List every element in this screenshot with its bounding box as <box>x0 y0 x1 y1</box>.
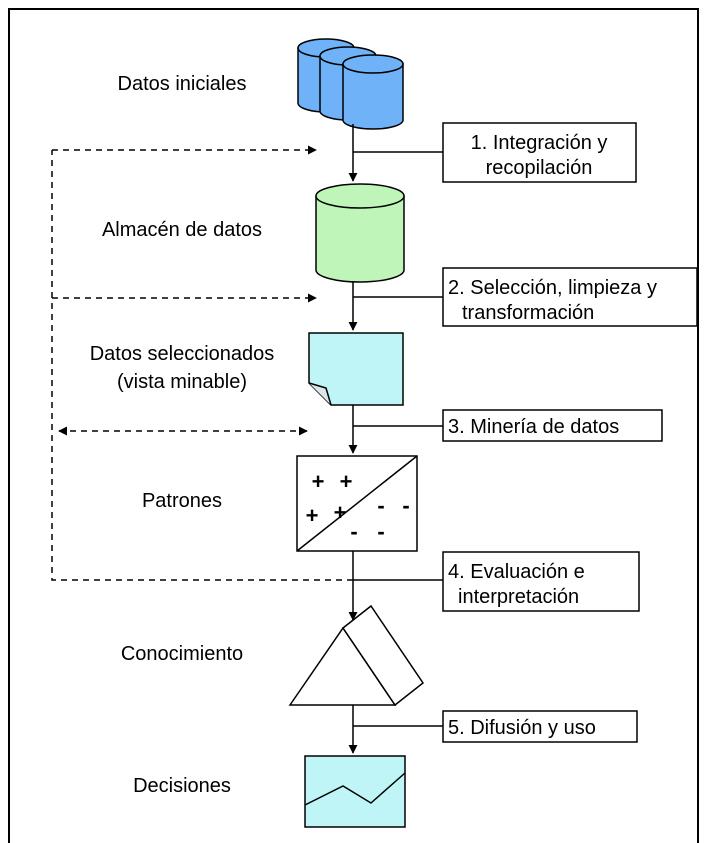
plus-sign: + <box>312 469 325 494</box>
plus-sign: + <box>334 500 347 525</box>
feedback-loop <box>51 145 353 581</box>
data-warehouse-icon <box>315 183 405 283</box>
plus-sign: + <box>340 469 353 494</box>
step-1-line-2: recopilación <box>486 157 593 179</box>
stage-label-conocimiento: Conocimiento <box>121 643 243 665</box>
step-box-4: 4. Evaluación e interpretación <box>442 551 640 612</box>
step-2-line-1: 2. Selección, limpieza y <box>448 277 657 299</box>
step-3-line-1: 3. Minería de datos <box>448 416 619 438</box>
minus-sign: - <box>377 519 384 544</box>
knowledge-prism-icon <box>288 604 425 707</box>
feedback-loop-path <box>51 150 353 581</box>
decisions-chart-icon <box>304 755 406 828</box>
plus-sign: + <box>306 503 319 528</box>
databases-icon <box>297 38 404 130</box>
stage-label-vista-minable: (vista minable) <box>117 371 247 393</box>
step-4-line-2: interpretación <box>458 586 579 608</box>
step-5-line-1: 5. Difusión y uso <box>448 717 596 739</box>
selected-data-document-icon <box>308 332 404 406</box>
step-connectors <box>353 151 443 727</box>
stage-label-decisiones: Decisiones <box>133 775 231 797</box>
stage-label-patrones: Patrones <box>142 490 222 512</box>
minus-sign: - <box>377 493 384 518</box>
stage-label-datos-iniciales: Datos iniciales <box>118 73 247 95</box>
step-box-1: 1. Integración y recopilación <box>442 122 637 183</box>
stage-label-datos-seleccionados: Datos seleccionados <box>90 343 275 365</box>
step-4-line-1: 4. Evaluación e <box>448 561 585 583</box>
step-box-3: 3. Minería de datos <box>442 409 663 442</box>
step-box-2: 2. Selección, limpieza y transformación <box>442 267 698 327</box>
step-1-line-1: 1. Integración y <box>471 132 608 154</box>
step-box-5: 5. Difusión y uso <box>442 710 638 743</box>
cylinder-front <box>342 54 404 130</box>
patterns-icon: + + + + - - - - <box>296 455 418 552</box>
minus-sign: - <box>402 493 409 518</box>
diagram-frame <box>8 8 699 843</box>
stage-label-almacen-de-datos: Almacén de datos <box>102 219 262 241</box>
step-2-line-2: transformación <box>462 302 594 324</box>
minus-sign: - <box>350 519 357 544</box>
